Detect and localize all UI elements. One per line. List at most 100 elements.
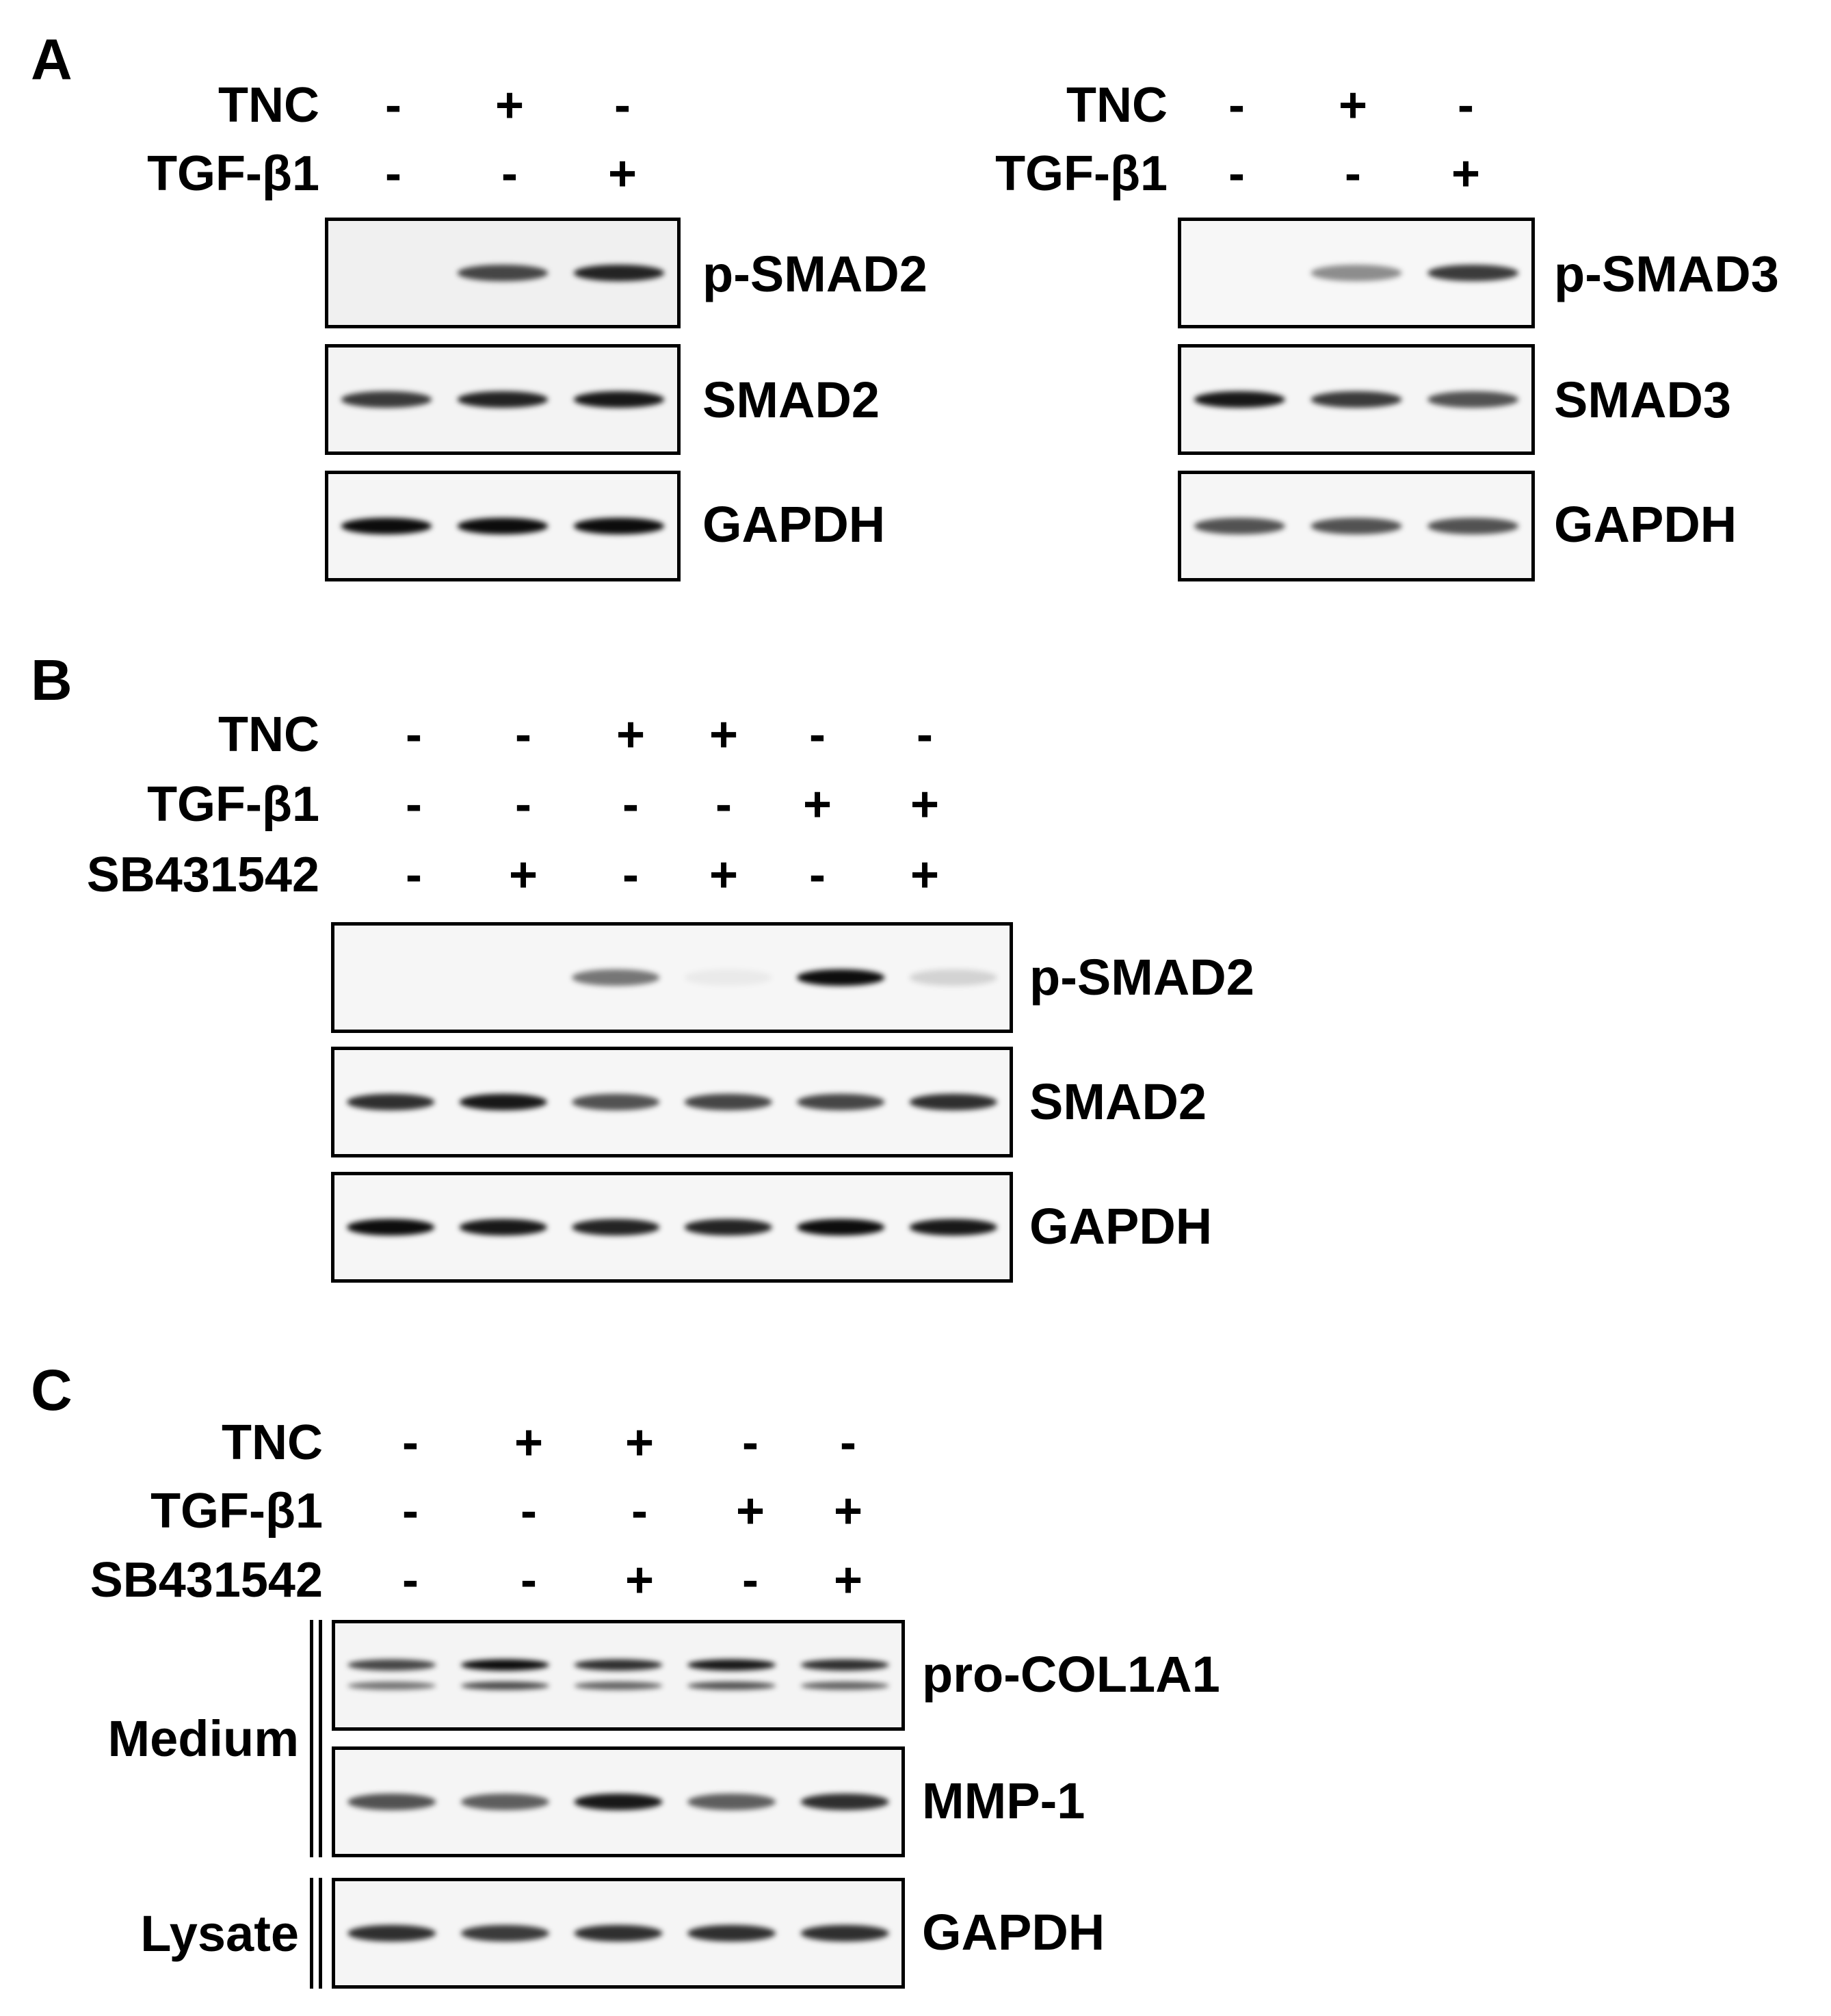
a-right-blot-label: SMAD3 <box>1554 371 1732 428</box>
blot-band <box>687 1681 776 1690</box>
c-blot-label: MMP-1 <box>922 1772 1085 1829</box>
c-tgf-label: TGF-β1 <box>150 1484 323 1539</box>
blot-band <box>460 1793 549 1811</box>
blot-band <box>574 1924 663 1942</box>
b-tgf-sign: - <box>715 777 732 832</box>
a-left-blot-label: GAPDH <box>702 496 886 553</box>
blot-band <box>460 1659 549 1671</box>
blot-band <box>1194 265 1285 281</box>
a-left-tgf-label: TGF-β1 <box>147 146 319 201</box>
blot-band <box>460 969 547 986</box>
blot-a-right-0 <box>1178 218 1535 328</box>
c-tnc-sign: - <box>840 1415 856 1470</box>
blot-band <box>573 264 665 282</box>
blot-band <box>684 1093 772 1111</box>
blot-band <box>684 1218 772 1236</box>
blot-b-0 <box>331 922 1013 1033</box>
b-tgf-sign: - <box>406 777 422 832</box>
blot-bands <box>347 1093 997 1111</box>
blot-band <box>457 517 549 535</box>
blot-band <box>573 391 665 408</box>
blot-band <box>459 1093 547 1111</box>
blot-bands <box>1194 391 1519 408</box>
blot-bands <box>341 517 665 535</box>
blot-band <box>341 265 432 281</box>
blot-band <box>572 969 660 986</box>
blot-band <box>572 1218 660 1236</box>
a-left-tnc-sign: - <box>385 78 401 133</box>
c-sb-label: SB431542 <box>90 1553 323 1608</box>
blot-band <box>457 391 549 408</box>
blot-band <box>909 969 997 986</box>
blot-band <box>572 1093 660 1111</box>
a-right-tgf-label: TGF-β1 <box>995 146 1168 201</box>
blot-band <box>573 517 665 535</box>
blot-band <box>687 1659 776 1671</box>
a-left-tgf-sign: - <box>501 146 518 201</box>
blot-a-left-0 <box>325 218 681 328</box>
panel-a-letter: A <box>31 27 73 92</box>
blot-bands <box>347 1218 997 1236</box>
c-tgf-sign: - <box>631 1484 648 1539</box>
blot-band <box>1427 391 1519 408</box>
blot-band <box>797 1218 885 1236</box>
b-sb-sign: - <box>406 848 422 902</box>
blot-band <box>687 1924 776 1942</box>
blot-band <box>1310 264 1402 282</box>
a-left-blot-label: p-SMAD2 <box>702 246 927 302</box>
blot-band <box>574 1681 663 1690</box>
b-blot-label: SMAD2 <box>1029 1073 1207 1130</box>
b-tnc-sign: - <box>917 707 933 762</box>
a-right-tnc-label: TNC <box>1066 78 1168 133</box>
panel-b-letter: B <box>31 648 73 712</box>
a-left-blot-label: SMAD2 <box>702 371 880 428</box>
blot-band <box>1310 391 1402 408</box>
blot-band <box>1427 517 1519 535</box>
blot-band <box>347 1793 436 1811</box>
c-tgf-sign: - <box>521 1484 537 1539</box>
b-tnc-sign: - <box>809 707 826 762</box>
blot-band <box>1194 517 1285 535</box>
a-right-tnc-sign: - <box>1458 78 1474 133</box>
blot-bands <box>347 1924 889 1942</box>
blot-band <box>347 1093 435 1111</box>
b-tnc-sign: + <box>616 707 646 762</box>
b-sb-sign: + <box>508 848 538 902</box>
blot-band <box>687 1793 776 1811</box>
b-tgf-label: TGF-β1 <box>147 777 319 832</box>
b-sb-sign: - <box>622 848 639 902</box>
c-tnc-sign: + <box>514 1415 544 1470</box>
medium-bracket-line <box>319 1620 322 1857</box>
lysate-bracket-line <box>319 1878 322 1989</box>
blot-band <box>797 969 885 986</box>
blot-band <box>684 969 772 986</box>
blot-c-0 <box>332 1620 905 1731</box>
blot-band <box>800 1793 889 1811</box>
a-left-tnc-sign: + <box>495 78 525 133</box>
b-sb-sign: - <box>809 848 826 902</box>
c-tgf-sign: + <box>735 1484 765 1539</box>
blot-b-1 <box>331 1047 1013 1157</box>
c-blot-label: pro-COL1A1 <box>922 1646 1220 1703</box>
medium-bracket-line <box>310 1620 313 1857</box>
a-left-tnc-sign: - <box>614 78 631 133</box>
c-blot-label: GAPDH <box>922 1904 1105 1961</box>
c-tnc-sign: - <box>402 1415 419 1470</box>
b-blot-label: GAPDH <box>1029 1198 1213 1255</box>
blot-band <box>460 1681 549 1690</box>
a-right-tgf-sign: + <box>1451 146 1481 201</box>
a-right-tgf-sign: - <box>1228 146 1245 201</box>
blot-b-2 <box>331 1172 1013 1283</box>
blot-band <box>347 1659 436 1671</box>
b-tnc-sign: - <box>406 707 422 762</box>
b-tgf-sign: + <box>910 777 940 832</box>
blot-bands <box>341 391 665 408</box>
blot-band <box>574 1659 663 1671</box>
b-tgf-sign: - <box>622 777 639 832</box>
blot-band <box>909 1218 997 1236</box>
b-blot-label: p-SMAD2 <box>1029 949 1254 1006</box>
blot-band <box>341 391 432 408</box>
blot-bands <box>347 1793 889 1811</box>
a-left-tgf-sign: - <box>385 146 401 201</box>
blot-band <box>457 264 549 282</box>
